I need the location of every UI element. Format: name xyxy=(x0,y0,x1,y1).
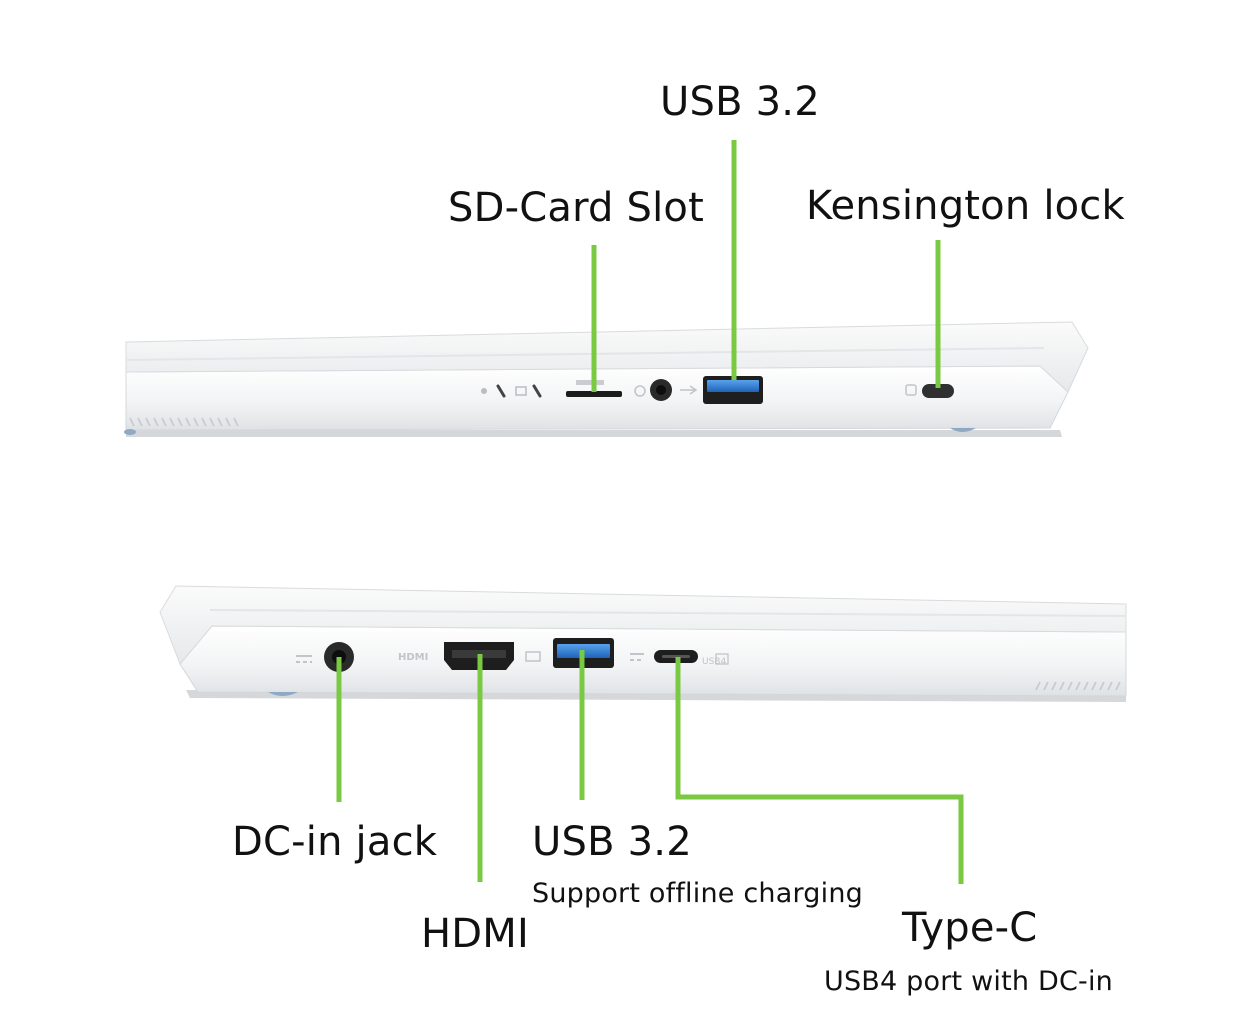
chassis-shadow xyxy=(126,430,1062,437)
charging-icon xyxy=(525,651,541,662)
audio-jack-hole xyxy=(656,385,666,395)
hinge-line xyxy=(209,609,1127,617)
headset-icon xyxy=(634,385,646,397)
battery-led-icon xyxy=(515,386,527,396)
label-usb-bottom-sub: Support offline charging xyxy=(532,878,863,909)
usb-tongue xyxy=(707,380,759,392)
label-hdmi: HDMI xyxy=(421,911,529,957)
laptop-right-side xyxy=(124,321,1089,437)
kensington-lock-slot xyxy=(922,384,954,398)
chassis-lid xyxy=(159,585,1127,665)
vent-grille xyxy=(1035,681,1121,691)
hdmi-marking: HDMI xyxy=(398,652,428,663)
laptop-left-side: HDMI USB4 xyxy=(159,585,1127,702)
label-type-c-sub: USB4 port with DC-in xyxy=(824,966,1113,997)
leader-type-c xyxy=(675,657,964,884)
foot xyxy=(124,429,136,435)
leader-lines xyxy=(336,140,964,884)
power-led-icon xyxy=(481,388,487,394)
hinge-line xyxy=(125,347,1045,361)
usb4-marking: USB4 xyxy=(702,657,726,667)
usb-icon xyxy=(680,385,698,395)
type-c-tongue xyxy=(662,655,690,658)
led-light xyxy=(532,384,542,398)
label-kensington-lock: Kensington lock xyxy=(806,183,1125,229)
foot xyxy=(268,692,298,696)
dc-icon xyxy=(630,653,644,661)
label-dc-in-jack: DC-in jack xyxy=(232,819,438,865)
chassis-base xyxy=(125,365,1069,431)
label-sd-card-slot: SD-Card Slot xyxy=(448,185,704,231)
chassis-base xyxy=(179,625,1127,697)
status-leds xyxy=(481,384,542,398)
vent-grille xyxy=(129,417,239,427)
chassis-lid xyxy=(125,321,1089,393)
lock-icon xyxy=(905,384,917,396)
foot xyxy=(950,428,976,432)
label-type-c: Type-C xyxy=(902,905,1038,951)
sd-card-slot xyxy=(566,391,622,397)
label-usb-top: USB 3.2 xyxy=(660,79,820,125)
display-icon xyxy=(715,653,729,665)
label-usb-bottom: USB 3.2 xyxy=(532,819,692,865)
led-light xyxy=(496,384,506,398)
sd-icon xyxy=(576,380,604,385)
dc-icon xyxy=(296,655,312,663)
